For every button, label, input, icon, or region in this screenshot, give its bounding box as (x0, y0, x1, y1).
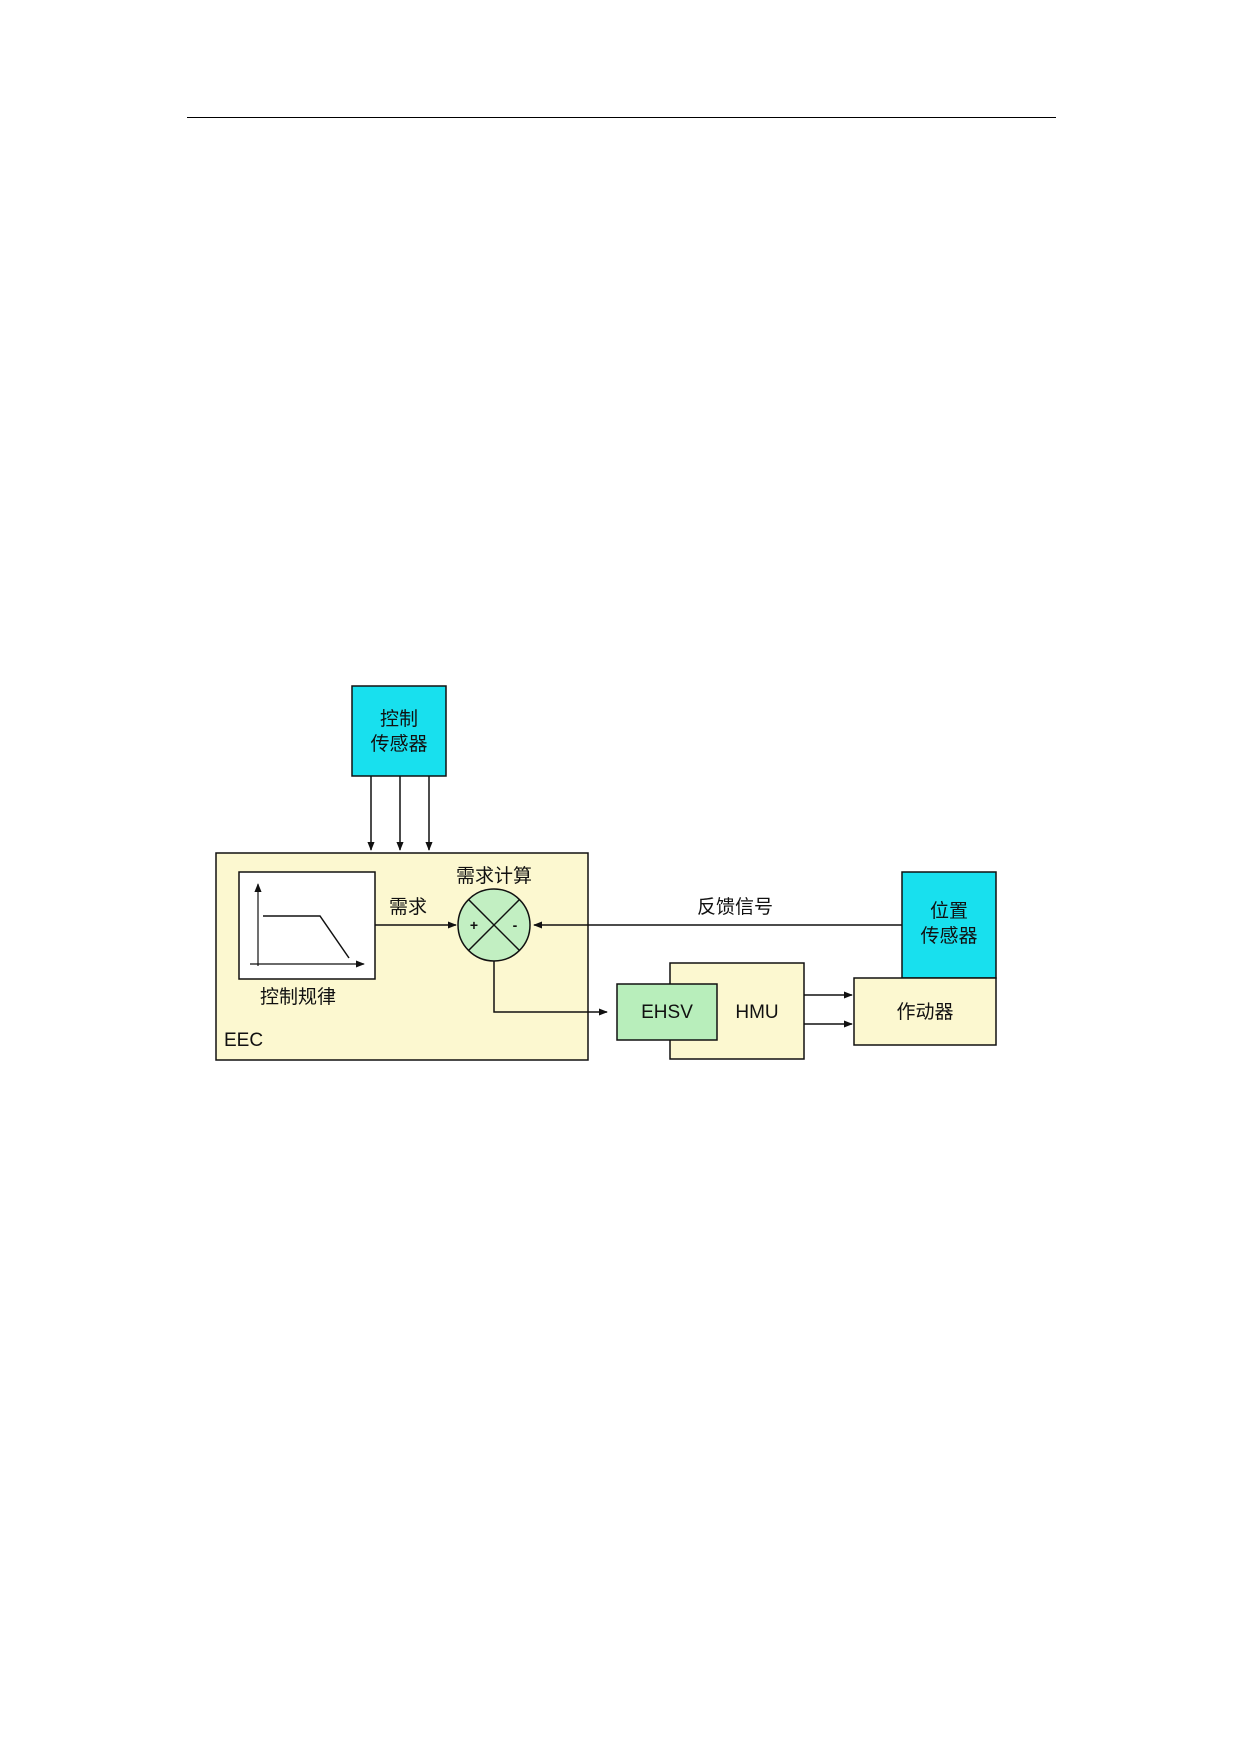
position-sensor-block: 位置 传感器 (901, 871, 997, 979)
control-sensor-block: 控制 传感器 (351, 685, 447, 777)
sensor-signal-arrows (367, 776, 433, 851)
actuator-block: 作动器 (853, 977, 997, 1046)
control-sensor-label-line2: 传感器 (370, 733, 427, 755)
summing-junction-icon: + - 需求计算 (456, 865, 532, 962)
position-sensor-label-line1: 位置 (930, 900, 968, 922)
feedback-signal: 反馈信号 (533, 896, 902, 929)
actuator-label: 作动器 (896, 1001, 953, 1023)
position-sensor-label-line2: 传感器 (920, 925, 977, 947)
feedback-label: 反馈信号 (697, 896, 773, 918)
minus-sign: - (513, 917, 518, 933)
eec-label: EEC (224, 1030, 263, 1051)
hmu-actuator-arrows (804, 991, 853, 1028)
plus-sign: + (470, 917, 478, 933)
ehsv-block: EHSV (616, 983, 718, 1041)
control-law-label: 控制规律 (260, 986, 336, 1008)
command-signal-line (493, 961, 608, 1016)
header-rule (187, 117, 1056, 118)
ehsv-label: EHSV (641, 1002, 693, 1023)
demand-calc-label: 需求计算 (456, 865, 532, 887)
control-sensor-label-line1: 控制 (380, 708, 418, 730)
demand-arrow: 需求 (375, 896, 457, 929)
hmu-label: HMU (735, 1002, 778, 1023)
control-law-box: 控制规律 (238, 871, 376, 1008)
demand-label: 需求 (389, 896, 427, 918)
graph-axes-icon (250, 883, 365, 968)
